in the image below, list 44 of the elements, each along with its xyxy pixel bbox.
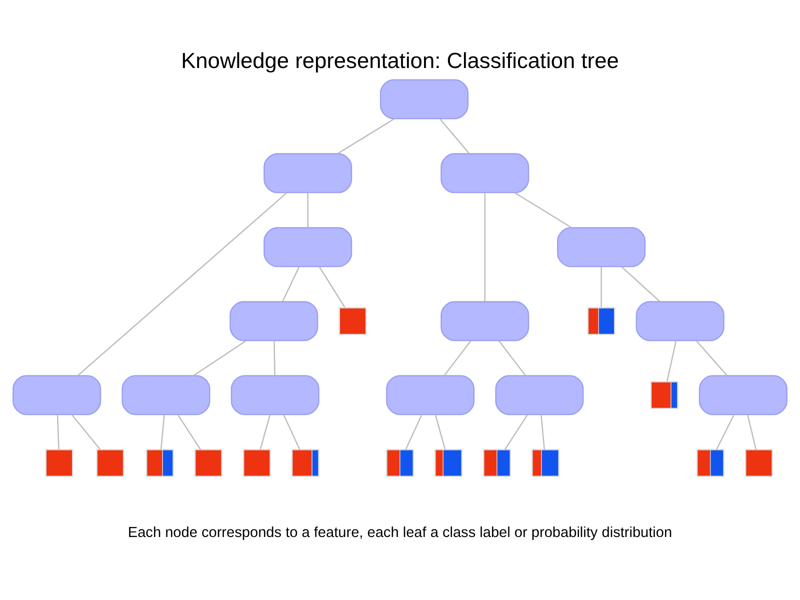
connector <box>484 192 486 302</box>
connector <box>439 118 470 154</box>
connector <box>746 414 757 450</box>
node-box <box>264 226 352 267</box>
diagram-title: Knowledge representation: Classification tree <box>181 48 619 73</box>
connector <box>621 266 660 302</box>
connector <box>716 414 735 450</box>
connector <box>504 414 528 450</box>
connector <box>177 414 202 450</box>
node-box <box>440 300 530 341</box>
connector <box>282 266 300 302</box>
connector <box>666 340 677 381</box>
connector <box>71 414 101 450</box>
node-box <box>636 300 724 341</box>
node-box <box>557 226 646 267</box>
connector <box>405 414 422 450</box>
connector <box>318 266 346 308</box>
node-box <box>386 374 475 415</box>
node-box <box>440 152 530 193</box>
connector <box>307 192 308 227</box>
connector <box>56 414 60 450</box>
connector <box>540 414 545 450</box>
connector <box>434 414 446 450</box>
node-box <box>12 374 102 415</box>
connector <box>260 414 271 450</box>
connector <box>160 414 165 450</box>
caption: Each node corresponds to a feature, each leaf a class label or probability distribution <box>128 524 672 541</box>
connector <box>337 118 395 154</box>
node-box <box>230 300 318 341</box>
node-box <box>230 374 320 415</box>
connector <box>78 192 288 376</box>
node-box <box>698 374 788 415</box>
node-box <box>495 374 584 415</box>
connector <box>193 340 246 376</box>
connector <box>444 340 472 376</box>
connector <box>282 414 300 450</box>
node-box <box>264 152 352 193</box>
connector <box>498 340 526 376</box>
connector <box>514 192 572 228</box>
node-box <box>380 78 469 119</box>
connector <box>274 340 276 375</box>
connector <box>696 340 728 376</box>
node-box <box>122 374 210 415</box>
connector <box>600 266 602 307</box>
